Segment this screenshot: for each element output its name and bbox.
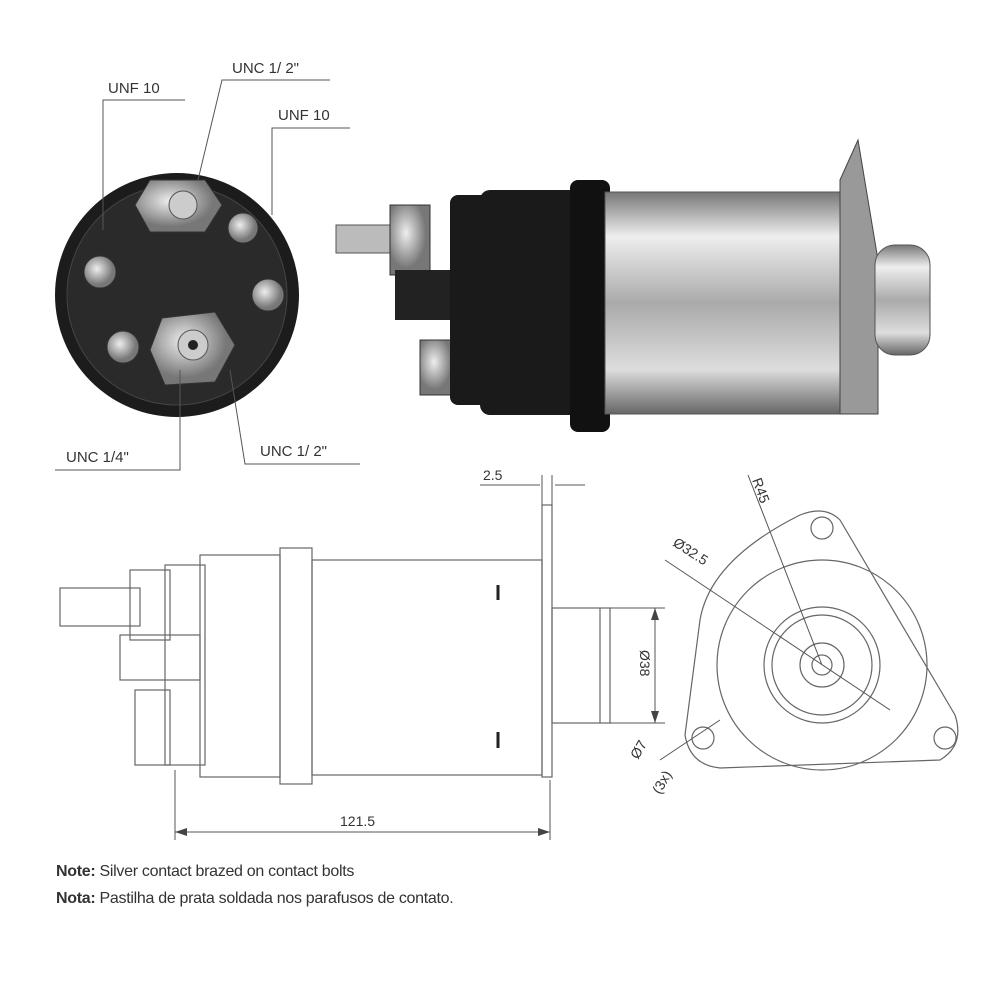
note-text: Pastilha de prata soldada nos parafusos … — [99, 890, 454, 907]
end-view-leaders — [55, 79, 360, 471]
side-view-drawing — [59, 504, 611, 785]
end-view-photo — [55, 173, 299, 417]
label-unc12-top: UNC 1/ 2" — [232, 60, 299, 77]
side-dimensions — [174, 475, 665, 840]
dim-hole-diameter: Ø7 — [627, 737, 650, 761]
dim-overall-length: 121.5 — [340, 813, 375, 829]
front-view-drawing — [659, 474, 959, 771]
note-english: Note: Silver contact brazed on contact b… — [56, 858, 453, 885]
note-portuguese: Nota: Pastilha de prata soldada nos para… — [56, 885, 454, 912]
label-unc12-bottom: UNC 1/ 2" — [260, 443, 327, 460]
note-text: Silver contact brazed on contact bolts — [99, 863, 355, 880]
dim-flange-thickness: 2.5 — [483, 467, 503, 483]
notes: Note: Silver contact brazed on contact b… — [56, 858, 454, 912]
label-unf10-left: UNF 10 — [108, 80, 160, 97]
label-unf10-right: UNF 10 — [278, 107, 330, 124]
note-prefix: Nota: — [56, 890, 96, 907]
dim-radius: R45 — [749, 476, 773, 506]
label-unc14: UNC 1/4" — [66, 449, 129, 466]
dim-hole-count: (3x) — [649, 768, 675, 797]
dim-plunger-diameter: Ø38 — [637, 650, 653, 677]
side-view-photo — [335, 138, 931, 432]
note-prefix: Note: — [56, 863, 96, 880]
dim-bore-diameter: Ø32.5 — [670, 534, 711, 568]
